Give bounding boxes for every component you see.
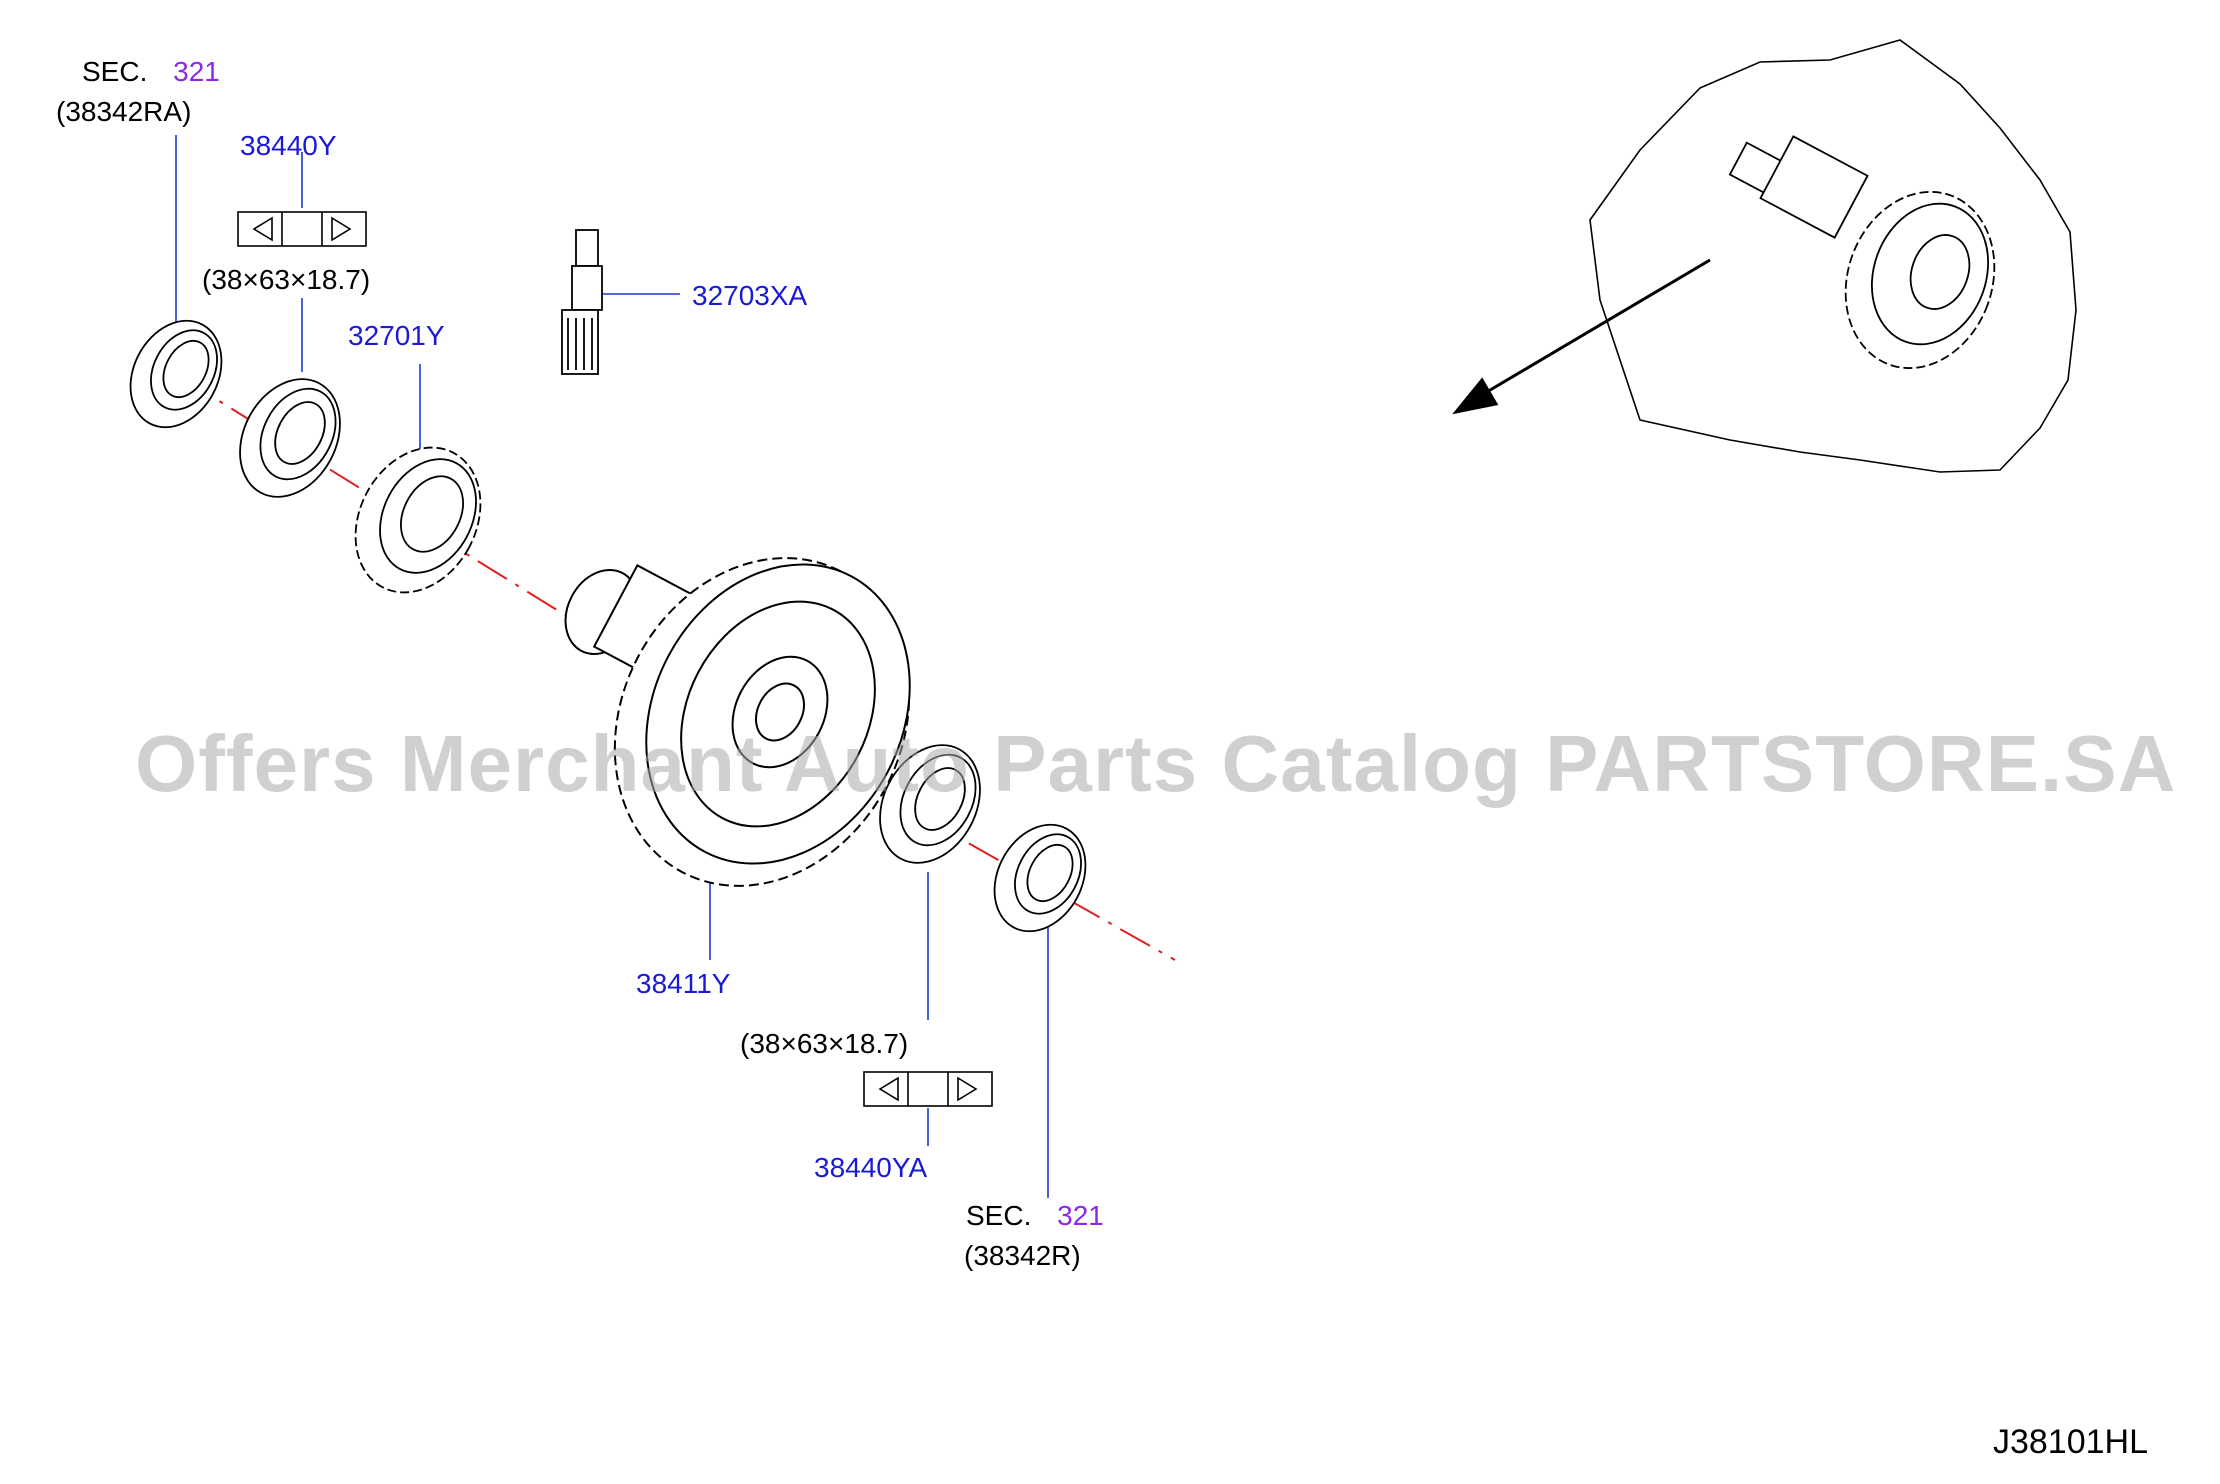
sec-ref-bottom-number[interactable]: 321 — [1057, 1200, 1104, 1231]
differential-assembly — [564, 557, 911, 887]
part-32703xa-label[interactable]: 32703XA — [692, 280, 808, 311]
location-inset — [1589, 39, 2077, 473]
sec-ref-bottom[interactable]: SEC. 321 — [966, 1200, 1104, 1232]
sec-ref-top[interactable]: SEC. 321 — [82, 56, 220, 88]
sec-ref-top-number[interactable]: 321 — [173, 56, 220, 87]
part-38411y-label[interactable]: 38411Y — [636, 968, 731, 999]
bearing-symbol-top — [237, 211, 367, 247]
sec-ref-top-part: (38342RA) — [56, 96, 192, 127]
bearing-right — [879, 744, 981, 864]
part-32701y-label[interactable]: 32701Y — [348, 320, 445, 351]
oil-seal-left — [129, 319, 223, 429]
part-38440y-label[interactable]: 38440Y — [240, 130, 337, 161]
speedo-drive-gear — [354, 446, 482, 594]
watermark-text: Offers Merchant Auto Parts Catalog PARTS… — [135, 719, 2177, 808]
speedo-pinion-shaft — [561, 229, 603, 375]
part-38440ya-label[interactable]: 38440YA — [814, 1152, 928, 1183]
bearing-left — [239, 378, 341, 498]
sec-ref-bottom-prefix: SEC. — [966, 1200, 1032, 1231]
leader-lines — [175, 135, 1049, 1198]
sec-ref-bottom-part: (38342R) — [964, 1240, 1081, 1271]
bearing-symbol-bottom — [863, 1071, 993, 1107]
inset-shaft-gear — [1728, 135, 1996, 369]
bearing-top-size-label: (38×63×18.7) — [202, 264, 371, 295]
diagram-reference-code: J38101HL — [1992, 1423, 2148, 1461]
bearing-bottom-size-label: (38×63×18.7) — [740, 1028, 909, 1059]
oil-seal-right — [993, 823, 1087, 933]
inset-arrow — [1452, 258, 1711, 415]
sec-ref-top-prefix: SEC. — [82, 56, 148, 87]
